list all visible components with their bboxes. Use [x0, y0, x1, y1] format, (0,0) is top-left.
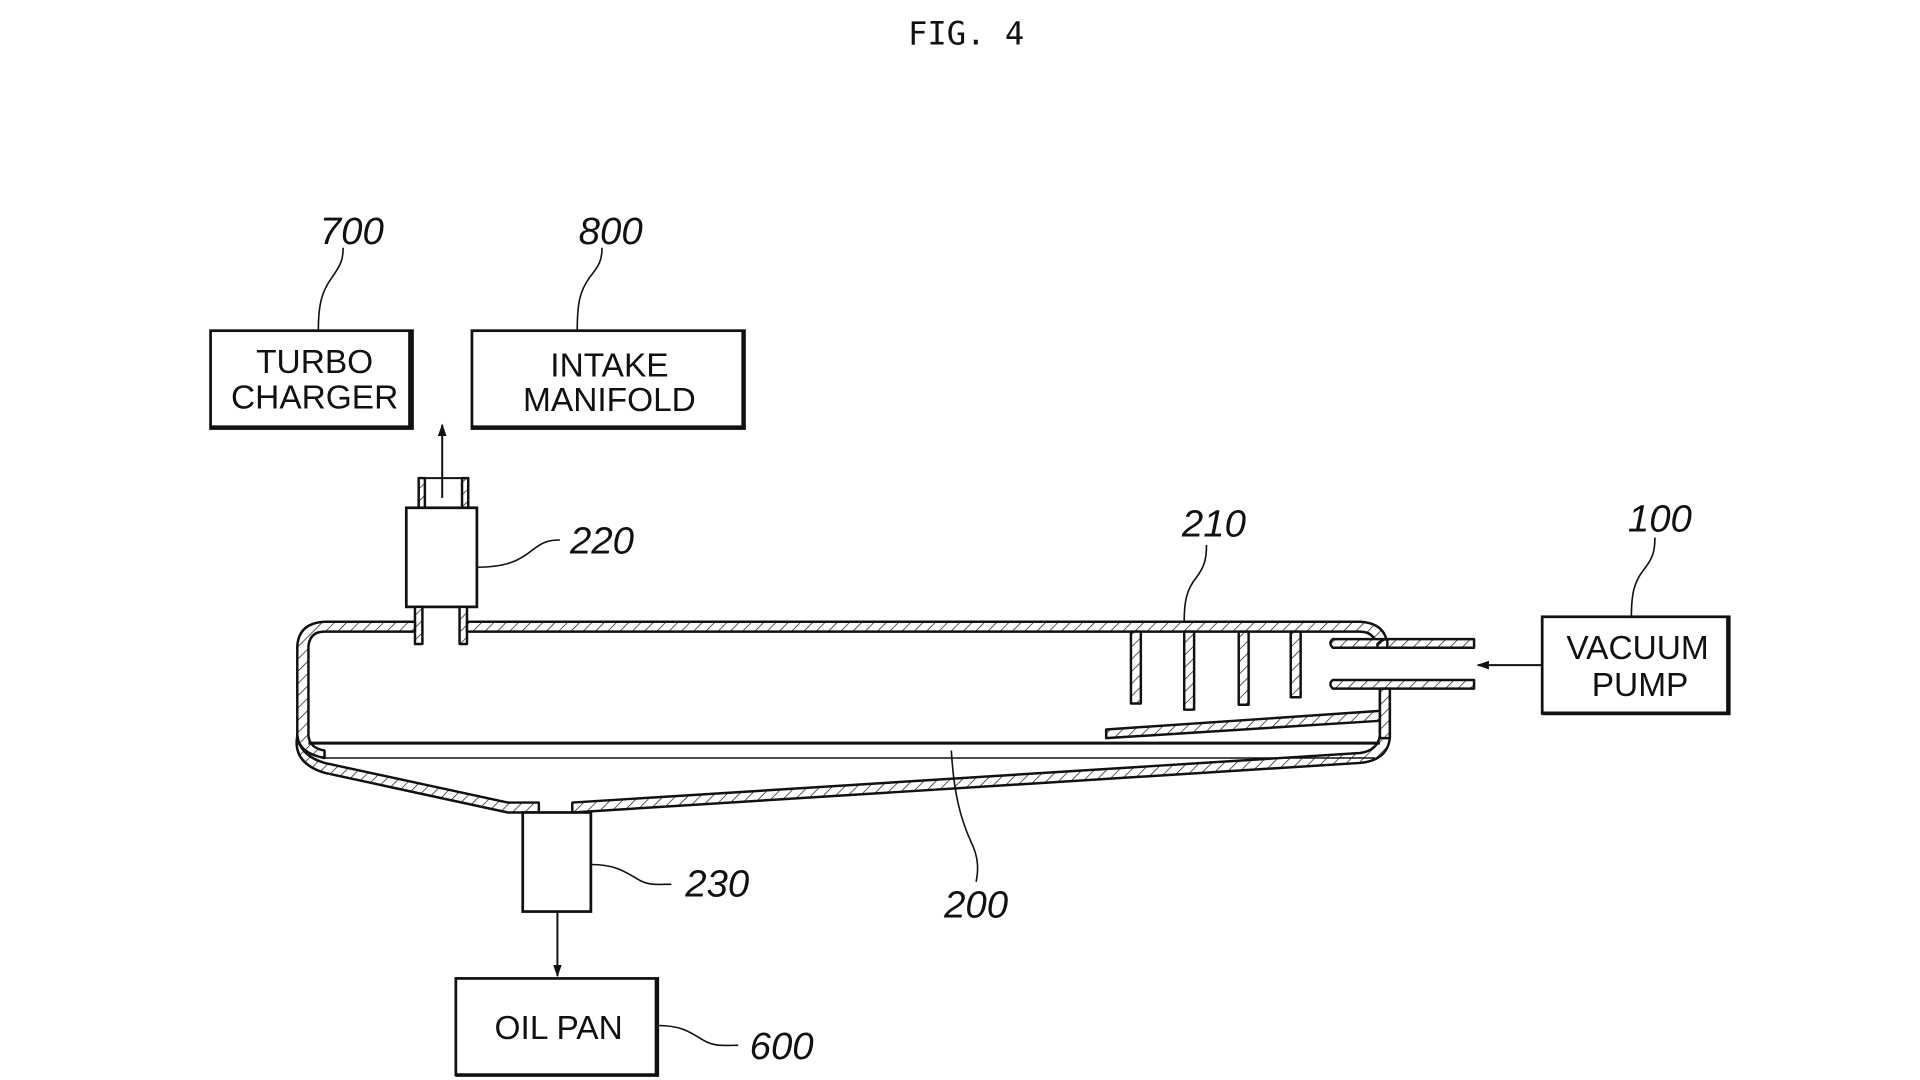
ref-230: 230	[684, 863, 750, 906]
leader-800	[576, 247, 603, 331]
intake-manifold-box	[470, 329, 746, 430]
ref-600: 600	[750, 1025, 815, 1068]
leader-200	[950, 750, 979, 882]
vacuum-pump-label-2: PUMP	[1592, 667, 1689, 704]
baffle-fin	[1289, 630, 1302, 699]
intake-manifold-block: INTAKE MANIFOLD 800	[470, 210, 746, 430]
ref-210: 210	[1181, 502, 1247, 545]
gas-outlet-valve-body	[404, 506, 479, 609]
leader-100	[1630, 537, 1656, 617]
oil-drain-valve-body	[521, 811, 593, 913]
turbo-charger-label-2: CHARGER	[231, 380, 398, 417]
intake-manifold-label-1: INTAKE	[550, 348, 668, 385]
intake-manifold-label-2: MANIFOLD	[523, 382, 696, 419]
leader-700	[317, 247, 344, 331]
oil-pan-label: OIL PAN	[495, 1010, 623, 1047]
ref-700: 700	[320, 210, 385, 253]
inlet-pipe-lower	[1329, 678, 1476, 690]
baffle-fin	[1182, 630, 1196, 711]
vacuum-pump-box	[1540, 615, 1731, 715]
gas-outlet-valve: 220	[404, 423, 635, 646]
vacuum-pump-block: VACUUM PUMP 100	[1476, 497, 1731, 716]
baffle-fin	[1129, 630, 1143, 705]
leader-600	[657, 1024, 739, 1047]
turbo-charger-label-1: TURBO	[256, 344, 373, 381]
baffle-fin	[1237, 630, 1250, 706]
figure-title: FIG. 4	[908, 15, 1024, 53]
ref-200: 200	[943, 884, 1009, 927]
ref-220: 220	[569, 520, 635, 563]
vacuum-pump-label-1: VACUUM	[1566, 630, 1708, 667]
ref-800: 800	[579, 210, 644, 253]
inlet-pipe-upper	[1329, 637, 1476, 649]
ref-100: 100	[1628, 497, 1693, 540]
leader-230	[590, 863, 672, 886]
separator-tank: 200 210	[295, 502, 1476, 927]
leader-210	[1183, 544, 1208, 622]
turbo-charger-box	[209, 329, 414, 430]
leader-220	[476, 539, 560, 569]
oil-drain-valve: 230	[521, 811, 750, 978]
oil-pan-block: OIL PAN 600	[454, 977, 815, 1077]
turbo-charger-block: TURBO CHARGER 700	[209, 210, 414, 430]
inclined-baffle	[1104, 709, 1382, 740]
